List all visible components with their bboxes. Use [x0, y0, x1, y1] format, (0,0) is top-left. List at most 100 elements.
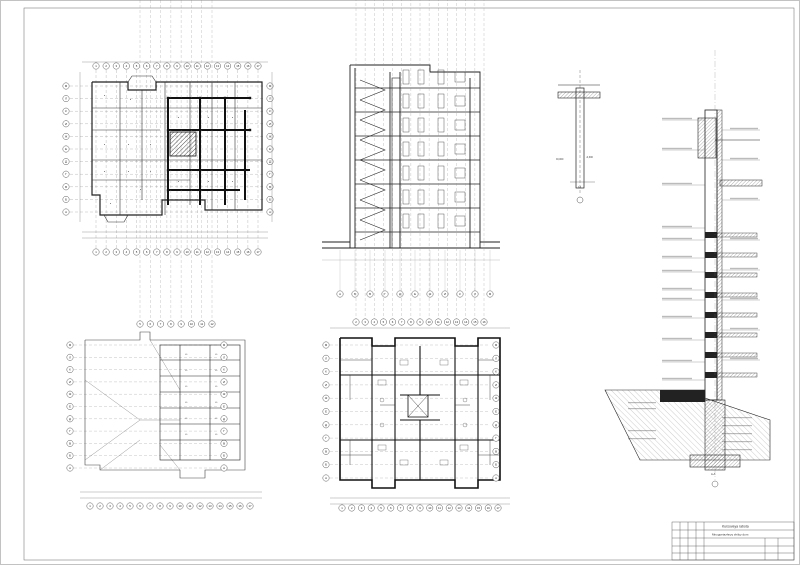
- axis-bubble: 16: [236, 502, 244, 510]
- axis-bubble: 3: [361, 318, 369, 326]
- axis-bubble: Л: [471, 290, 479, 298]
- svg-text:К: К: [459, 292, 461, 296]
- axis-bubble: 14: [462, 318, 470, 326]
- svg-text:■: ■: [208, 117, 209, 119]
- svg-text:А: А: [325, 476, 327, 480]
- svg-text:17: 17: [256, 250, 260, 254]
- svg-text:12: 12: [210, 322, 214, 326]
- axis-bubble: 4: [122, 62, 130, 70]
- svg-text:17: 17: [256, 64, 260, 68]
- axis-bubble: 3: [106, 502, 114, 510]
- axis-bubble: 15: [234, 248, 242, 256]
- axis-bubble: А: [62, 208, 70, 216]
- axis-bubble: Л: [266, 95, 274, 103]
- axis-bubble: И: [62, 120, 70, 128]
- axis-bubble: 10: [425, 318, 433, 326]
- axis-bubble: 15: [471, 318, 479, 326]
- svg-text:■: ■: [104, 171, 105, 173]
- axis-bubble: 9: [416, 318, 424, 326]
- axis-bubble: Е: [62, 145, 70, 153]
- svg-text:12: 12: [446, 320, 450, 324]
- svg-text:Е: Е: [69, 405, 71, 409]
- svg-text:13: 13: [216, 64, 220, 68]
- svg-text:Е: Е: [325, 410, 327, 414]
- svg-text:Д: Д: [65, 160, 67, 164]
- axis-bubble: Г: [220, 427, 228, 435]
- axis-bubble: Ж: [62, 132, 70, 140]
- svg-text:Б: Б: [325, 463, 327, 467]
- svg-text:Г: Г: [69, 429, 71, 433]
- axis-bubble: 7: [153, 62, 161, 70]
- svg-text:1-1: 1-1: [578, 186, 582, 189]
- axis-bubble: 9: [173, 248, 181, 256]
- svg-text:А: А: [223, 466, 225, 470]
- svg-text:1: 1: [89, 504, 91, 508]
- axis-bubble: 5: [133, 62, 140, 70]
- svg-text:Д: Д: [495, 423, 497, 427]
- svg-text:6: 6: [390, 506, 392, 510]
- axis-bubble: Ж: [492, 394, 500, 402]
- svg-text:16: 16: [482, 320, 486, 324]
- axis-bubble: В: [366, 290, 374, 298]
- svg-text:Л: Л: [65, 97, 67, 101]
- axis-bubble: 6: [389, 318, 396, 326]
- svg-text:Ж: Ж: [65, 134, 68, 138]
- svg-text:■: ■: [110, 203, 111, 205]
- axis-bubble: 7: [146, 502, 154, 510]
- svg-text:▭: ▭: [215, 385, 217, 388]
- axis-bubble: M: [220, 341, 228, 349]
- svg-text:■: ■: [232, 117, 233, 119]
- axis-bubble: 7: [398, 318, 406, 326]
- svg-text:Л: Л: [223, 355, 225, 359]
- svg-text:13: 13: [455, 320, 459, 324]
- axis-bubble: Б: [351, 290, 359, 298]
- axis-bubble: Б: [220, 452, 228, 460]
- svg-text:Б: Б: [69, 454, 71, 458]
- axis-bubble: 2: [352, 318, 360, 326]
- svg-text:2: 2: [351, 506, 353, 510]
- svg-text:Л: Л: [325, 356, 327, 360]
- axis-bubble: 8: [167, 320, 175, 328]
- svg-text:5: 5: [383, 320, 385, 324]
- axis-bubble: 2: [102, 62, 110, 70]
- axis-bubble: 16: [480, 318, 488, 326]
- svg-text:±0,000: ±0,000: [556, 158, 564, 161]
- svg-text:■: ■: [104, 144, 105, 146]
- svg-text:■: ■: [130, 99, 131, 101]
- axis-bubble: Е: [266, 145, 274, 153]
- svg-text:M: M: [325, 343, 328, 347]
- svg-text:4: 4: [119, 504, 121, 508]
- axis-bubble: 14: [465, 504, 473, 512]
- axis-bubble: Г: [322, 434, 330, 442]
- svg-text:1: 1: [341, 506, 343, 510]
- svg-text:■: ■: [232, 181, 233, 183]
- axis-bubble: 6: [387, 504, 395, 512]
- svg-text:В: В: [269, 185, 271, 189]
- axis-bubble: 17: [494, 504, 502, 512]
- axis-bubble: Л: [220, 353, 228, 361]
- svg-text:К: К: [325, 370, 327, 374]
- svg-text:3: 3: [364, 320, 366, 324]
- axis-bubble: В: [322, 447, 330, 455]
- svg-text:13: 13: [457, 506, 461, 510]
- axis-bubble: 11: [193, 62, 201, 70]
- svg-text:Б: Б: [269, 197, 271, 201]
- svg-text:9: 9: [176, 250, 178, 254]
- axis-bubble: В: [492, 447, 500, 455]
- axis-bubble: M: [492, 341, 500, 349]
- axis-bubble: 17: [246, 502, 254, 510]
- svg-text:15: 15: [473, 320, 477, 324]
- axis-bubble: 2: [96, 502, 104, 510]
- svg-text:Е: Е: [65, 147, 67, 151]
- svg-text:▭: ▭: [185, 369, 187, 372]
- wall-node-detail: ±0,000 -0,300 1-1: [556, 70, 601, 204]
- axis-bubble: И: [66, 378, 74, 386]
- axis-bubble: 12: [445, 504, 453, 512]
- svg-text:8: 8: [410, 320, 412, 324]
- svg-text:5: 5: [139, 322, 141, 326]
- svg-text:■: ■: [150, 144, 151, 146]
- axis-markers-top-left: 1122334455667788991010111112121313141415…: [62, 62, 274, 256]
